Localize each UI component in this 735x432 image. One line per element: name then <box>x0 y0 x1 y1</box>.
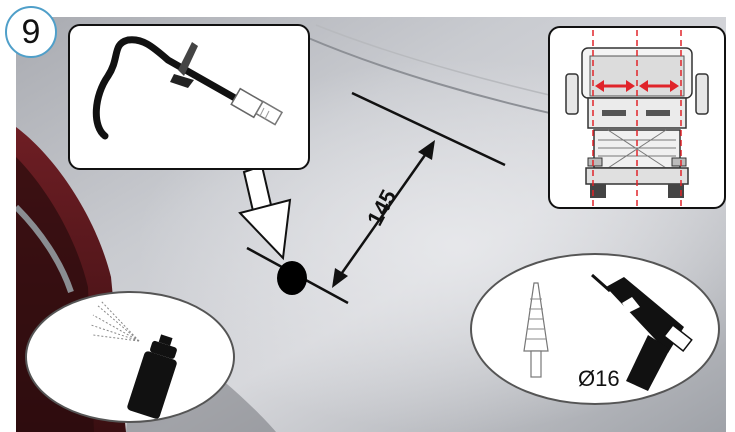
spray-can-icon <box>27 293 233 421</box>
dimension-arrowhead-top <box>418 140 435 160</box>
drill-diameter: Ø16 <box>578 366 620 392</box>
dimension-arrowhead-bottom <box>332 268 348 288</box>
truck-front-icon <box>550 28 724 207</box>
arrow-down-icon <box>240 166 290 258</box>
spray-paint-oval <box>25 291 235 423</box>
cable-grommet-icon <box>70 26 308 168</box>
truck-location-panel <box>548 26 726 209</box>
step-drill-bit-icon <box>524 283 548 377</box>
hole-marker <box>277 261 307 295</box>
step-badge: 9 <box>5 6 57 58</box>
cable-detail-panel <box>68 24 310 170</box>
